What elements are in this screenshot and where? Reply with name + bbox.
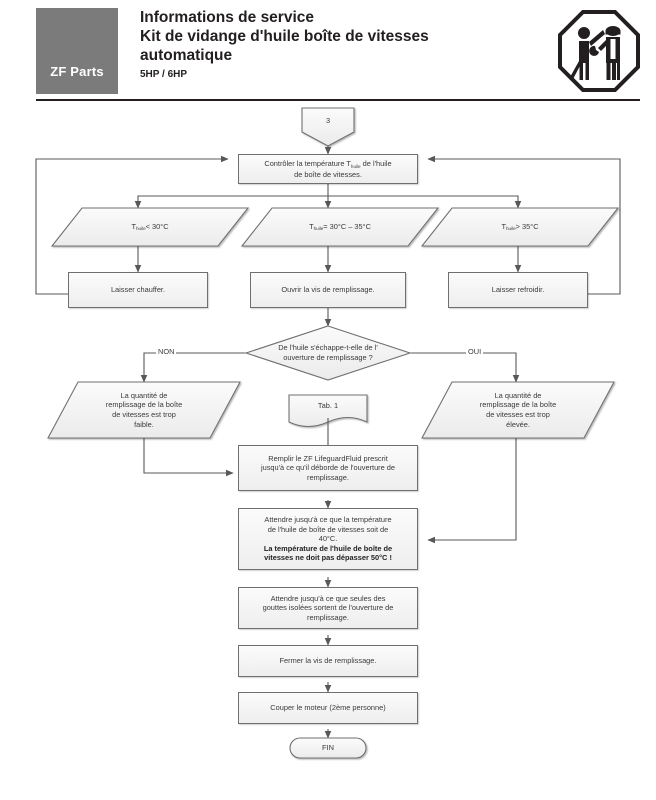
node-action-let-cool-down: Laisser refroidir. xyxy=(448,272,588,308)
check-temp-text-a: Contrôler la température T xyxy=(264,158,351,168)
node-action-close-filler-screw: Fermer la vis de remplissage. xyxy=(238,645,418,677)
cond-high-pre: T xyxy=(501,221,506,231)
node-result-quantity-too-high: La quantité de remplissage de la boîte d… xyxy=(436,386,600,434)
flowchart-connectors xyxy=(35,107,621,759)
result-low-line-2: remplissage de la boîte xyxy=(105,400,183,410)
drops-line-1: Attendre jusqu'à ce que seules des xyxy=(270,593,386,603)
node-condition-temp-below-30: Thuile< 30°C xyxy=(60,208,240,246)
node-condition-temp-30-to-35: Thuile= 30°C – 35°C xyxy=(250,208,430,246)
header-divider xyxy=(36,99,640,101)
cond-mid-sub: huile xyxy=(313,226,324,232)
node-condition-temp-above-35: Thuile> 35°C xyxy=(430,208,610,246)
result-high-line-4: élevée. xyxy=(506,419,530,429)
cond-high-post: > 35°C xyxy=(515,221,539,231)
document-header: ZF Parts Informations de service Kit de … xyxy=(0,0,656,104)
fill-line-3: remplissage. xyxy=(307,472,349,482)
result-low-line-1: La quantité de xyxy=(120,390,168,400)
result-high-line-3: de vitesses est trop xyxy=(486,410,550,419)
fill-line-1: Remplir le ZF LifeguardFluid prescrit xyxy=(268,453,388,463)
result-high-line-1: La quantité de xyxy=(494,390,542,400)
check-temp-text-b: de l'huile xyxy=(360,158,392,168)
node-action-wait-single-drops: Attendre jusqu'à ce que seules des goutt… xyxy=(238,587,418,629)
fill-line-2: jusqu'à ce qu'il déborde de l'ouverture … xyxy=(260,463,396,473)
decision-line-2: ouverture de remplissage ? xyxy=(283,353,373,362)
title-group: Informations de service Kit de vidange d… xyxy=(140,8,530,80)
wait40-line-3: 40°C. xyxy=(318,534,338,544)
drops-line-2: gouttes isolées sortent de l'ouverture d… xyxy=(262,603,394,613)
cond-high-sub: huile xyxy=(505,226,516,232)
flowchart: 3 Contrôler la température Thuile de l'h… xyxy=(0,104,656,800)
wait40-warning-line-1: La température de l'huile de boîte de xyxy=(263,543,393,553)
drops-line-3: remplissage. xyxy=(307,612,349,622)
connector-node-3: 3 xyxy=(325,116,331,126)
branch-label-no: NON xyxy=(156,347,177,356)
check-temp-subscript: huile xyxy=(350,163,361,169)
cond-low-pre: T xyxy=(131,221,136,231)
node-action-stop-engine: Couper le moteur (2ème personne) xyxy=(238,692,418,724)
zf-logo-block xyxy=(36,8,118,94)
node-check-oil-temperature: Contrôler la température Thuile de l'hui… xyxy=(238,154,418,184)
cond-mid-pre: T xyxy=(309,221,314,231)
cond-low-sub: huile xyxy=(135,226,146,232)
wait40-warning-line-2: vitesses ne doit pas dépasser 50°C ! xyxy=(264,553,392,563)
page-subtitle: 5HP / 6HP xyxy=(140,69,188,80)
node-action-wait-oil-40c: Attendre jusqu'à ce que la température d… xyxy=(238,508,418,570)
zf-logo-label: ZF Parts xyxy=(50,64,104,79)
node-action-open-filler-screw: Ouvrir la vis de remplissage. xyxy=(250,272,406,308)
wait40-line-2: de l'huile de boîte de vitesses soit de xyxy=(267,524,389,534)
branch-label-yes: OUI xyxy=(466,347,484,356)
node-document-reference-tab1: Tab. 1 xyxy=(317,401,339,411)
page-title-line-3: automatique xyxy=(140,47,233,64)
decision-line-1: De l'huile s'échappe-t-elle de l' xyxy=(278,343,378,353)
page-title-line-1: Informations de service xyxy=(140,9,315,26)
wait40-line-1: Attendre jusqu'à ce que la température xyxy=(264,515,392,525)
node-result-quantity-too-low: La quantité de remplissage de la boîte d… xyxy=(62,386,226,434)
result-low-line-3: de vitesses est trop xyxy=(112,410,176,419)
node-action-let-warm-up: Laisser chauffer. xyxy=(68,272,208,308)
node-decision-oil-escaping: De l'huile s'échappe-t-elle de l' ouvert… xyxy=(252,337,404,369)
page-title-line-2: Kit de vidange d'huile boîte de vitesses xyxy=(140,28,429,45)
node-terminator-end: FIN xyxy=(322,743,334,753)
cond-mid-post: = 30°C – 35°C xyxy=(323,221,371,231)
workshop-personnel-octagon-icon xyxy=(558,10,640,92)
result-high-line-2: remplissage de la boîte xyxy=(479,400,557,410)
cond-low-post: < 30°C xyxy=(145,221,169,231)
check-temp-text-c: de boîte de vitesses. xyxy=(294,169,362,179)
result-low-line-4: faible. xyxy=(134,419,154,429)
node-action-fill-lifeguardfluid: Remplir le ZF LifeguardFluid prescrit ju… xyxy=(238,445,418,491)
